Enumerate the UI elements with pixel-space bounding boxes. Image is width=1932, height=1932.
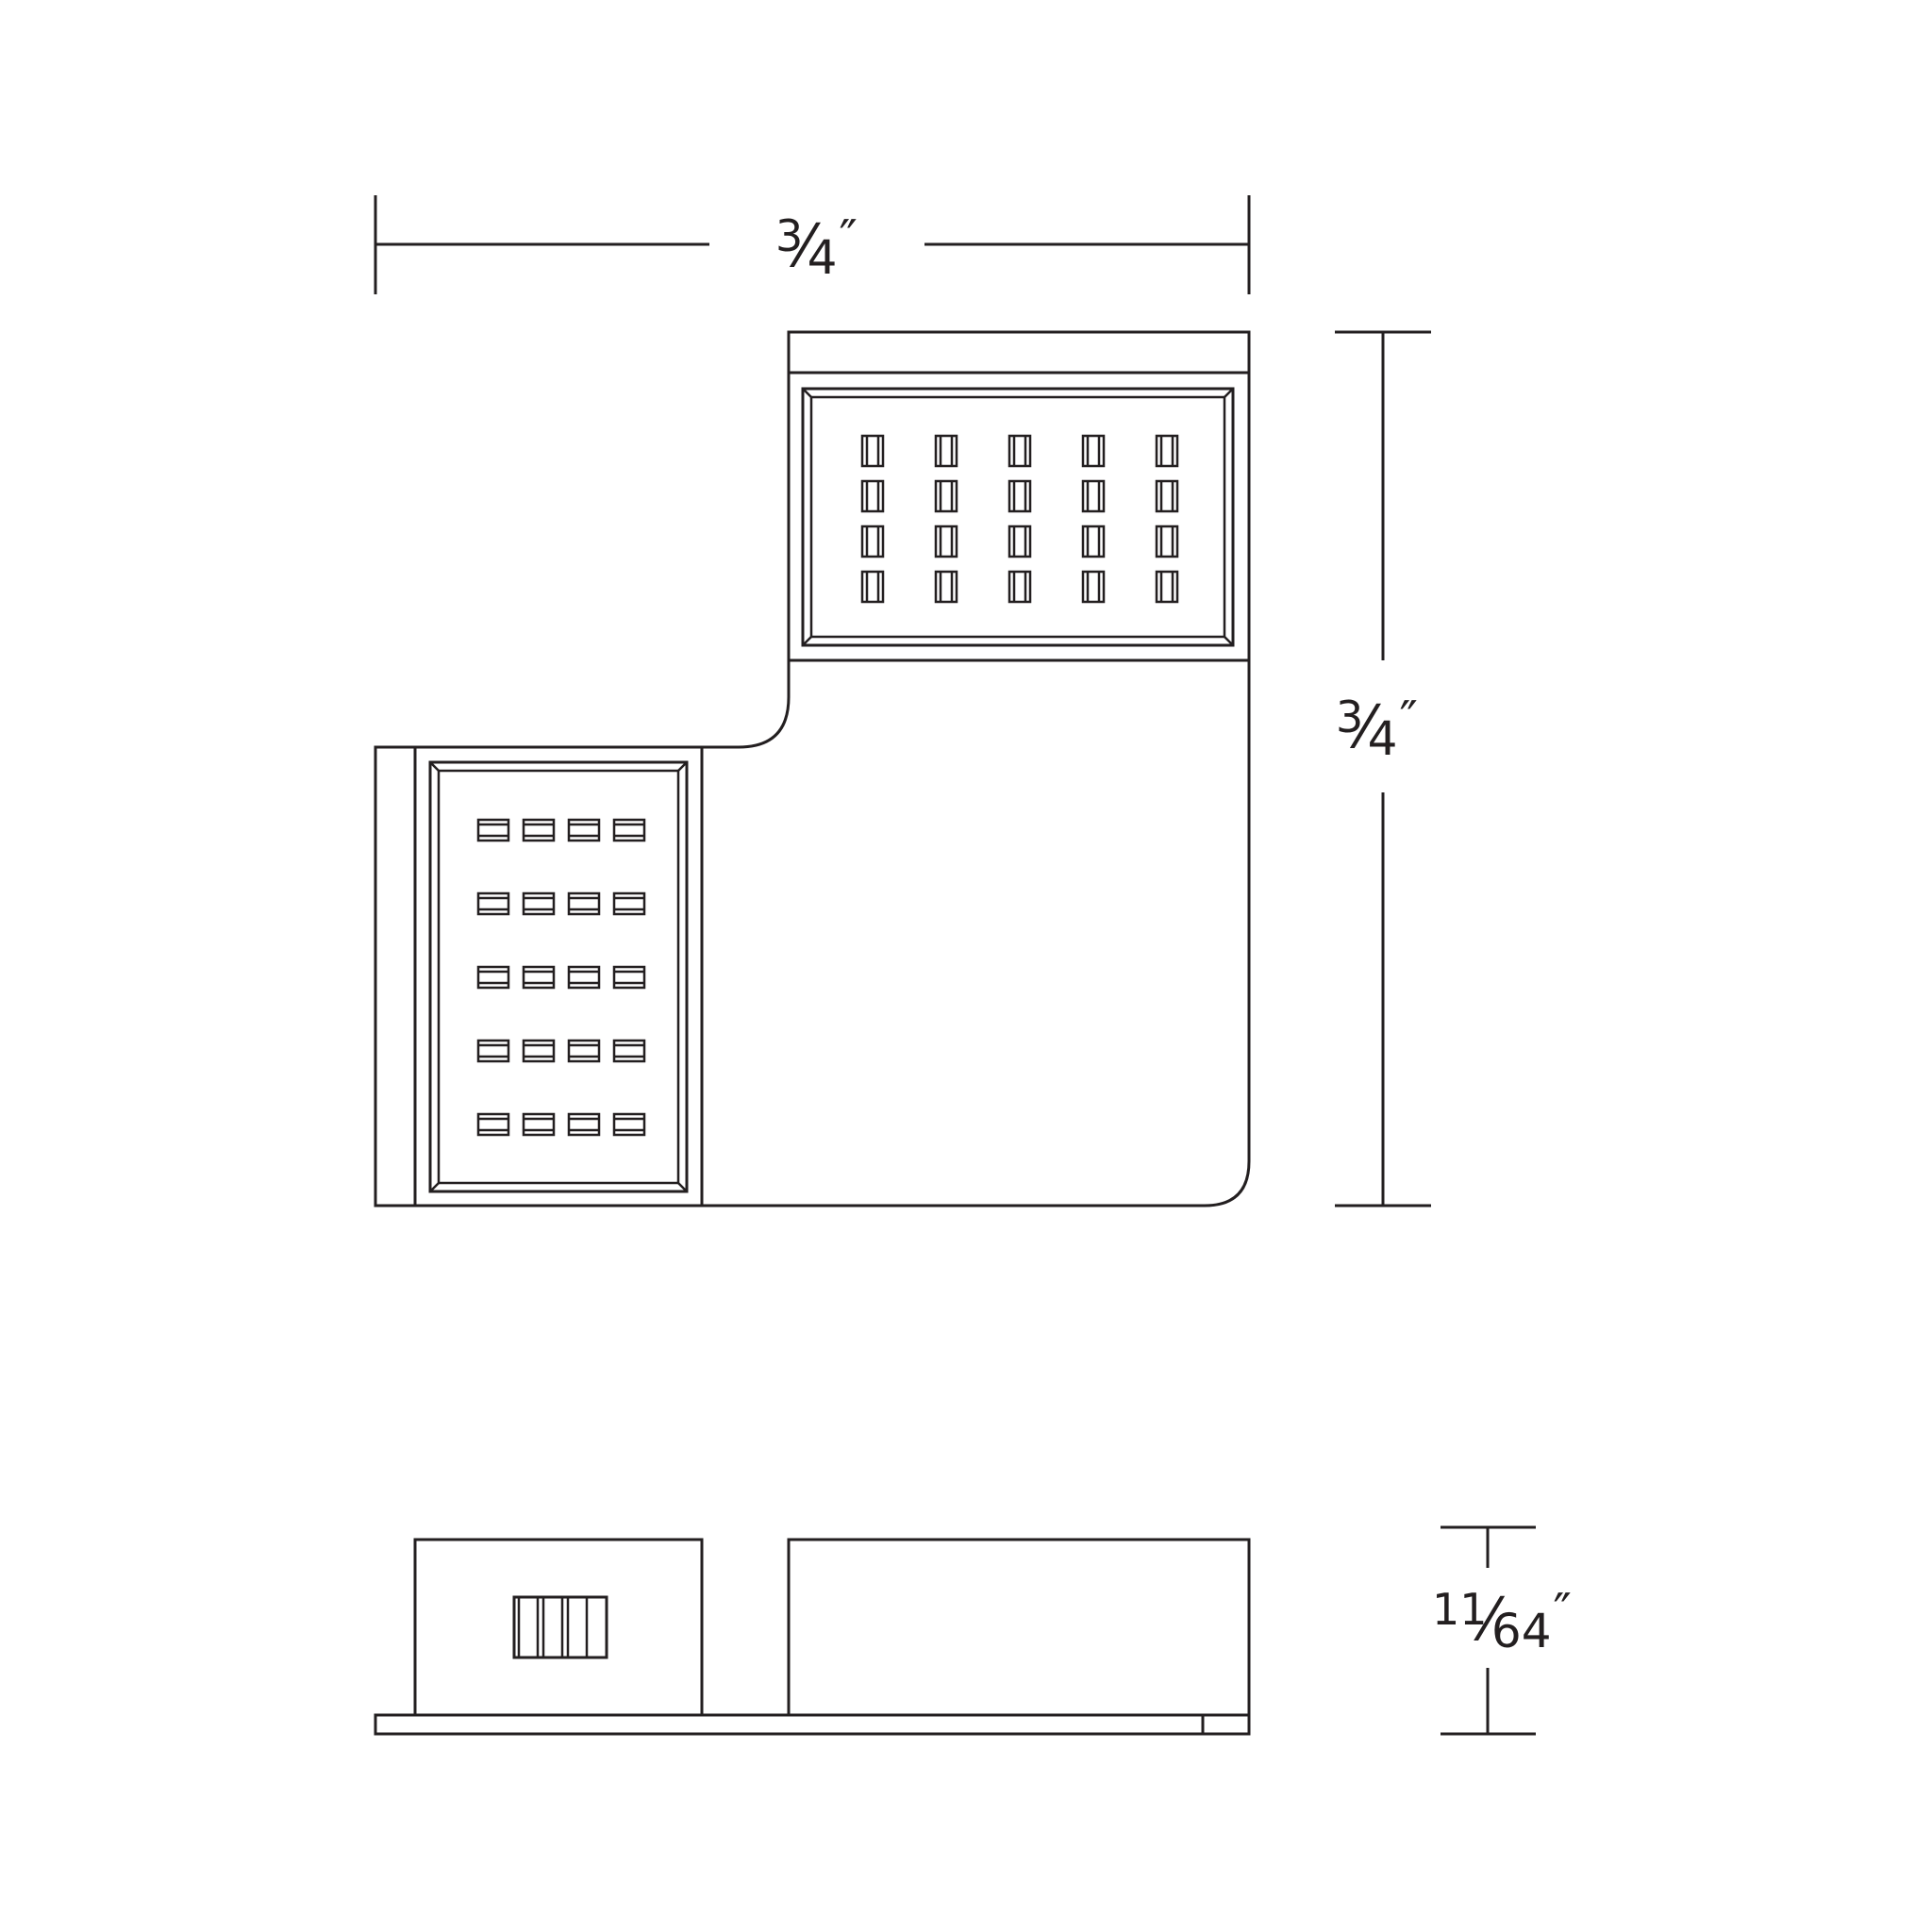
pin <box>522 965 556 990</box>
pin <box>934 570 958 604</box>
thickness-numerator: 11 <box>1432 1584 1488 1635</box>
pin <box>1081 434 1106 468</box>
thickness-unit: ″ <box>1553 1584 1572 1641</box>
thickness-dimension-label: 11⁄64″ <box>1432 1584 1572 1658</box>
pin <box>476 891 510 916</box>
pin <box>476 965 510 990</box>
side-view <box>374 1538 1251 1736</box>
width-numerator: 3 <box>775 210 804 261</box>
width-unit: ″ <box>839 210 858 267</box>
pin <box>860 434 885 468</box>
height-dimension <box>1335 330 1431 1208</box>
height-denominator: 4 <box>1367 711 1398 766</box>
pin <box>567 818 601 842</box>
pin <box>934 525 958 558</box>
pin <box>612 1039 646 1063</box>
pin <box>860 479 885 513</box>
pin <box>860 570 885 604</box>
pin <box>1081 525 1106 558</box>
width-dimension <box>374 195 1251 294</box>
height-unit: ″ <box>1399 691 1418 748</box>
thickness-dimension <box>1441 1525 1536 1736</box>
pin <box>567 965 601 990</box>
pin <box>476 818 510 842</box>
pin <box>522 818 556 842</box>
top-view <box>374 330 1251 1208</box>
pin <box>1155 525 1179 558</box>
pin <box>612 891 646 916</box>
pin <box>522 1112 556 1137</box>
board-outline <box>374 330 1251 1208</box>
pin <box>1081 570 1106 604</box>
pin <box>612 818 646 842</box>
pin <box>860 525 885 558</box>
side-pin-block <box>512 1595 608 1659</box>
pin <box>934 479 958 513</box>
pin <box>934 434 958 468</box>
pin <box>1155 434 1179 468</box>
width-dimension-label: 3⁄4″ <box>775 210 858 285</box>
pin <box>522 891 556 916</box>
thickness-denominator: 64 <box>1491 1604 1552 1658</box>
pin <box>567 1039 601 1063</box>
upper-connector-pins <box>860 434 1179 604</box>
pin <box>522 1039 556 1063</box>
pin <box>567 1112 601 1137</box>
height-dimension-label: 3⁄4″ <box>1336 691 1418 766</box>
pin <box>1008 525 1032 558</box>
left-connector-pins <box>476 818 646 1137</box>
pin <box>612 1112 646 1137</box>
pin <box>1008 434 1032 468</box>
pin <box>1081 479 1106 513</box>
pin <box>476 1039 510 1063</box>
pin <box>1008 570 1032 604</box>
side-right-connector <box>787 1538 1251 1717</box>
pin <box>476 1112 510 1137</box>
width-denominator: 4 <box>807 230 838 285</box>
height-numerator: 3 <box>1336 691 1364 742</box>
upper-connector <box>789 371 1249 662</box>
pin <box>1155 570 1179 604</box>
pin <box>567 891 601 916</box>
pin <box>612 965 646 990</box>
side-base-plate <box>374 1713 1251 1736</box>
pin <box>1008 479 1032 513</box>
pin <box>1155 479 1179 513</box>
side-left-connector <box>413 1538 704 1717</box>
left-connector <box>413 747 704 1206</box>
